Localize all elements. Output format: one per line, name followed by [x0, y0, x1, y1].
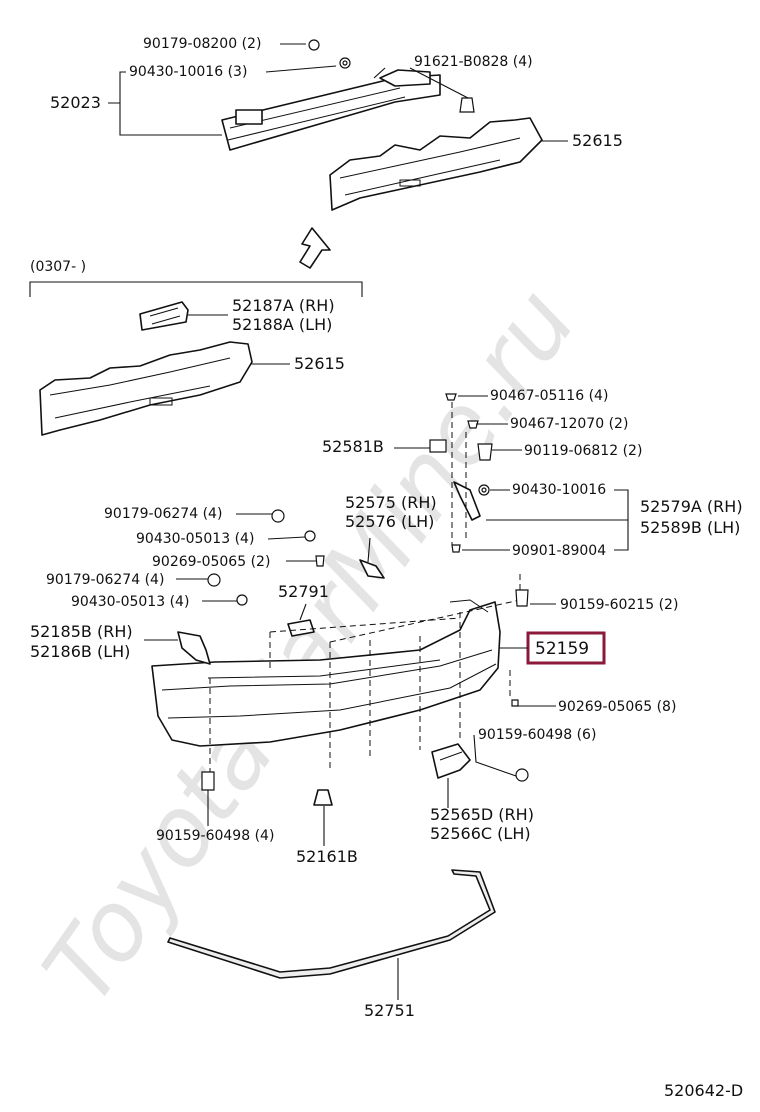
label-90430-05013-a: 90430-05013 (4)	[136, 531, 254, 547]
label-52186b: 52186B (LH)	[30, 642, 130, 661]
retainer-52187a[interactable]	[139, 301, 189, 331]
label-90269-05065-2: 90269-05065 (2)	[152, 554, 270, 570]
label-52576: 52576 (LH)	[345, 512, 434, 531]
bumper-reinforcement-52023[interactable]	[221, 69, 441, 151]
label-52161b: 52161B	[296, 847, 358, 866]
label-90269-05065-8: 90269-05065 (8)	[558, 699, 676, 715]
label-90119-06812: 90119-06812 (2)	[524, 443, 642, 459]
label-52589b: 52589B (LH)	[640, 518, 740, 537]
retainer-52185b[interactable]	[177, 631, 211, 665]
label-90430-05013-b: 90430-05013 (4)	[71, 594, 189, 610]
label-52581b: 52581B	[322, 437, 384, 456]
fastener-cluster-left	[207, 509, 385, 637]
bracket-cluster-right	[429, 393, 493, 553]
direction-arrow	[299, 227, 331, 269]
label-90159-60498-6: 90159-60498 (6)	[478, 727, 596, 743]
labels: 90179-08200 (2) 90430-10016 (3) 91621-B0…	[30, 36, 743, 1100]
label-52185b: 52185B (RH)	[30, 622, 133, 641]
label-90179-06274-a: 90179-06274 (4)	[104, 506, 222, 522]
label-90179-08200: 90179-08200 (2)	[143, 36, 261, 52]
label-90159-60498-4: 90159-60498 (4)	[156, 828, 274, 844]
label-52188a: 52188A (LH)	[232, 315, 332, 334]
molding-strip-52751[interactable]	[167, 869, 496, 979]
label-52615-mid: 52615	[294, 354, 345, 373]
absorber-52615-mid[interactable]	[39, 341, 253, 436]
label-52579a: 52579A (RH)	[640, 497, 743, 516]
retainer-52565d[interactable]	[431, 743, 471, 779]
label-52159: 52159	[535, 639, 589, 659]
label-52023: 52023	[50, 93, 101, 112]
label-90467-12070: 90467-12070 (2)	[510, 416, 628, 432]
bottom-fasteners	[201, 589, 529, 806]
label-52791: 52791	[278, 582, 329, 601]
date-range-bracket	[29, 281, 363, 297]
label-90430-10016-3: 90430-10016 (3)	[129, 64, 247, 80]
label-52751: 52751	[364, 1001, 415, 1020]
label-90179-06274-b: 90179-06274 (4)	[46, 572, 164, 588]
bumper-cover-52159[interactable]	[151, 599, 501, 747]
label-52565d: 52565D (RH)	[430, 805, 534, 824]
date-range: (0307- )	[30, 259, 86, 275]
diagram-code: 520642-D	[664, 1081, 743, 1100]
label-52575: 52575 (RH)	[345, 493, 437, 512]
label-90159-60215: 90159-60215 (2)	[560, 597, 678, 613]
label-90901-89004: 90901-89004	[512, 543, 606, 559]
fastener-group-top	[308, 39, 475, 113]
label-52187a: 52187A (RH)	[232, 296, 335, 315]
label-52566c: 52566C (LH)	[430, 824, 531, 843]
label-52615-top: 52615	[572, 131, 623, 150]
label-91621-b0828: 91621-B0828 (4)	[414, 54, 533, 70]
label-90430-10016: 90430-10016	[512, 482, 606, 498]
label-90467-05116: 90467-05116 (4)	[490, 388, 608, 404]
absorber-52615-top[interactable]	[329, 117, 543, 211]
